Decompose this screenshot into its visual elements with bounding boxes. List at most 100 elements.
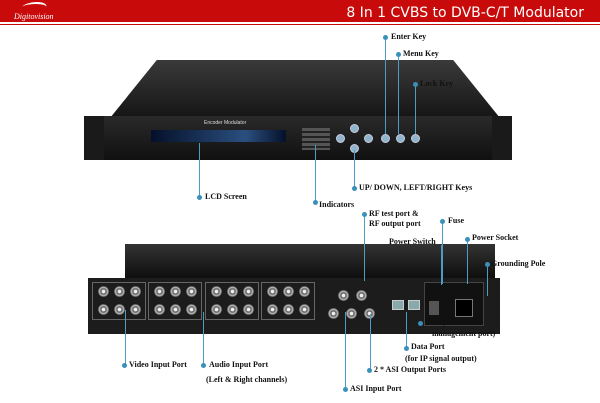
bnc-input-connector (299, 286, 310, 297)
bnc-input-connector (154, 304, 165, 315)
callout-dot-icon (201, 363, 206, 368)
data-port-label-1: Data Port (411, 342, 445, 351)
rear-panel (88, 278, 500, 334)
bnc-input-connector (283, 304, 294, 315)
rf-output-port (356, 290, 367, 301)
lcd-screen (151, 130, 286, 142)
bnc-input-connector (299, 304, 310, 315)
power-switch (429, 301, 439, 315)
leader-line (385, 38, 386, 134)
bnc-input-connector (98, 286, 109, 297)
right-key (364, 134, 373, 143)
callout-dot-icon (313, 200, 318, 205)
rack-ear-left (84, 116, 104, 160)
page-title: 8 In 1 CVBS to DVB-C/T Modulator (346, 5, 584, 21)
leader-line (442, 222, 443, 284)
lcd-screen-label: LCD Screen (205, 192, 247, 201)
leader-line (415, 85, 416, 134)
device-label: Encoder Modulator (204, 120, 247, 126)
leader-line (398, 55, 399, 134)
enter-key (381, 134, 390, 143)
callout-dot-icon (440, 219, 445, 224)
input-port-group (148, 282, 202, 320)
callout-dot-icon (383, 35, 388, 40)
bnc-input-connector (170, 286, 181, 297)
asi-output-port-1 (346, 308, 357, 319)
audio-input-label-2: (Left & Right channels) (206, 375, 288, 384)
callout-dot-icon (343, 387, 348, 392)
callout-dot-icon (362, 212, 367, 217)
callout-dot-icon (122, 363, 127, 368)
front-panel: Encoder Modulator (84, 116, 512, 160)
fuse-label: Fuse (448, 216, 464, 225)
asi-input-port (328, 308, 339, 319)
brand-logo: Digitovision (14, 12, 54, 21)
nms-port (408, 300, 420, 310)
leader-line (354, 150, 355, 188)
bnc-input-connector (98, 304, 109, 315)
callout-dot-icon (197, 195, 202, 200)
menu-key (396, 134, 405, 143)
bnc-input-connector (186, 286, 197, 297)
bnc-input-connector (211, 286, 222, 297)
input-port-group (205, 282, 259, 320)
callout-dot-icon (404, 346, 409, 351)
bnc-input-connector (267, 304, 278, 315)
rf-port-label-1: RF test port & (369, 209, 419, 218)
bnc-input-connector (130, 304, 141, 315)
callout-dot-icon (465, 237, 470, 242)
nav-keys-label: UP/ DOWN, LEFT/RIGHT Keys (359, 183, 473, 192)
bnc-input-connector (170, 304, 181, 315)
lock-key (411, 134, 420, 143)
grounding-pole-label: Grounding Pole (491, 259, 546, 268)
bnc-input-connector (114, 304, 125, 315)
callout-dot-icon (485, 262, 490, 267)
bnc-input-connector (211, 304, 222, 315)
leader-line (345, 312, 346, 388)
leader-line (125, 310, 126, 365)
leader-line (315, 145, 316, 203)
front-chassis-top (110, 60, 500, 118)
menu-key-label: Menu Key (403, 49, 439, 58)
header-bar: Digitovision 8 In 1 CVBS to DVB-C/T Modu… (0, 0, 600, 24)
leader-line (441, 245, 442, 285)
bnc-input-connector (186, 304, 197, 315)
audio-input-label-1: Audio Input Port (209, 360, 269, 369)
asi-output-port-2 (364, 308, 375, 319)
power-module (424, 282, 484, 326)
enter-key-label: Enter Key (391, 32, 427, 41)
video-input-label: Video Input Port (129, 360, 187, 369)
indicator-leds (302, 128, 330, 150)
input-port-group (261, 282, 315, 320)
lock-key-label: Lock Key (420, 79, 454, 88)
up-key (350, 124, 359, 133)
asi-input-label: ASI Input Port (350, 384, 402, 393)
leader-line (364, 216, 365, 281)
leader-line (467, 240, 468, 284)
rf-test-port (338, 290, 349, 301)
callout-dot-icon (418, 321, 423, 326)
data-port-label-2: (for IP signal output) (405, 354, 477, 363)
input-port-group (92, 282, 146, 320)
leader-line (487, 266, 488, 296)
bnc-input-connector (154, 286, 165, 297)
data-port (392, 300, 404, 310)
leader-line (199, 143, 200, 197)
bnc-input-connector (114, 286, 125, 297)
rf-port-label-2: RF output port (369, 219, 421, 228)
left-key (336, 134, 345, 143)
bnc-input-connector (243, 286, 254, 297)
indicators-label: Indicators (319, 200, 355, 209)
rack-ear-right (492, 116, 512, 160)
leader-line (406, 312, 407, 347)
power-switch-label: Power Switch (389, 237, 436, 246)
power-socket-label: Power Socket (472, 233, 519, 242)
logo-swoosh-icon (19, 2, 49, 12)
bnc-input-connector (227, 286, 238, 297)
bnc-input-connector (227, 304, 238, 315)
nms-label-2: management port) (432, 329, 496, 338)
bnc-input-connector (267, 286, 278, 297)
nms-label-1: NMS(Network (425, 318, 476, 327)
bnc-input-connector (243, 304, 254, 315)
callout-dot-icon (396, 52, 401, 57)
